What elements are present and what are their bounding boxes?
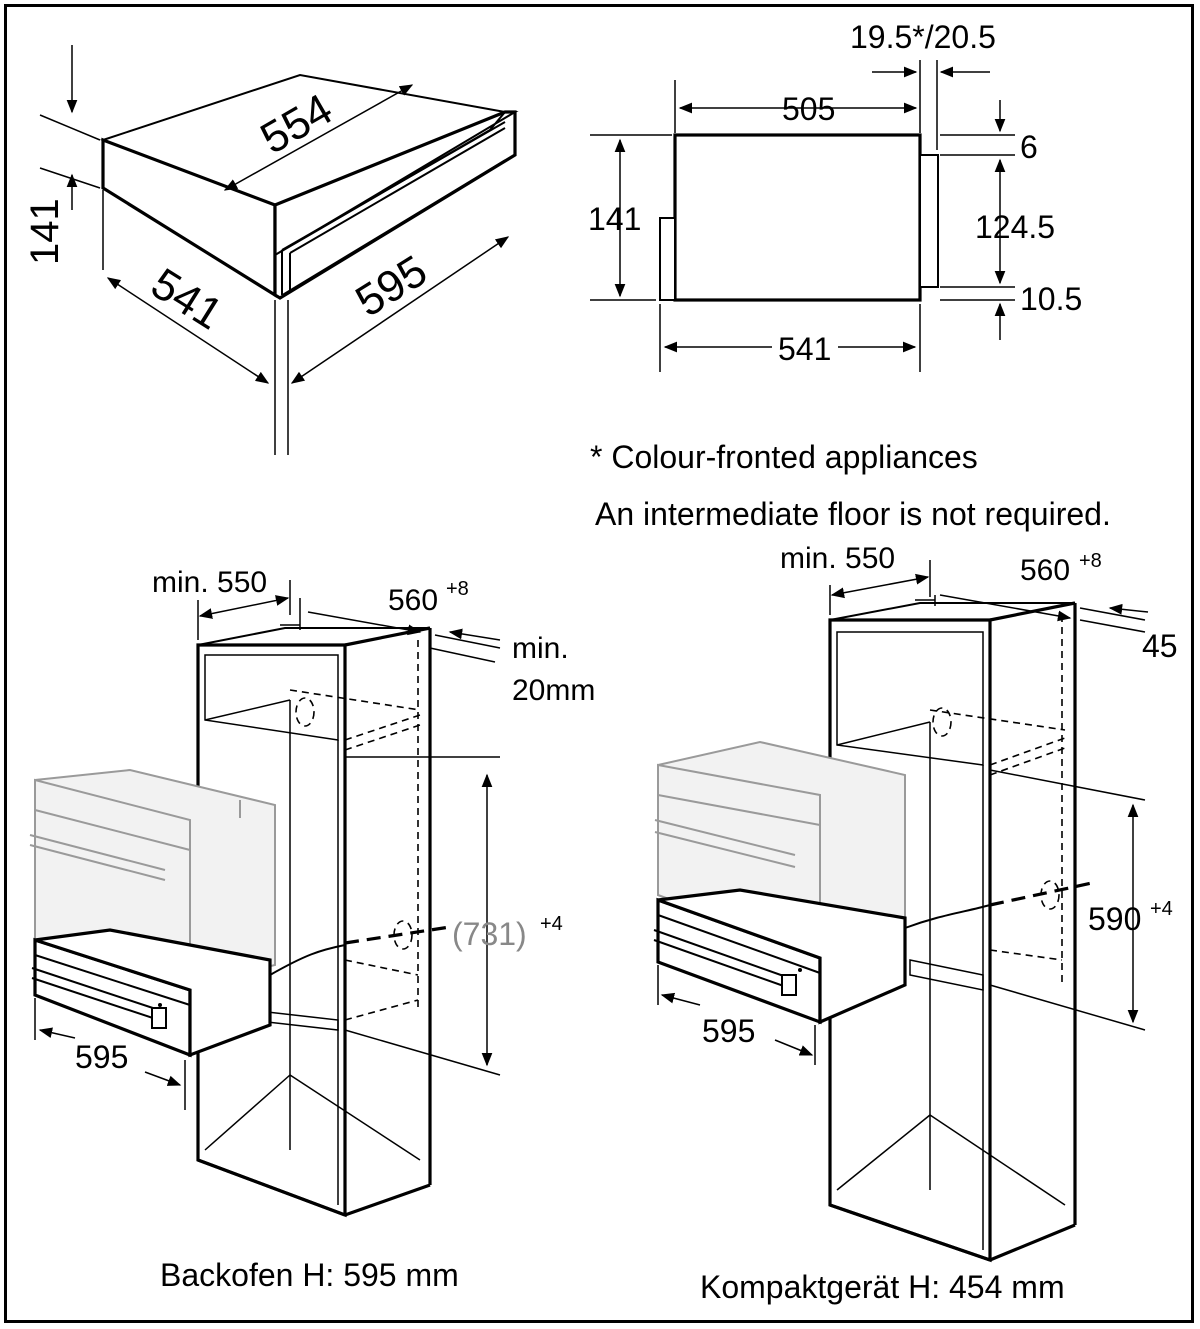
floor-note: An intermediate floor is not required. — [595, 496, 1111, 532]
drawer-isometric-view — [39, 45, 519, 455]
drawer-side-view — [590, 60, 1015, 372]
bl-niche-tol-label: +8 — [446, 578, 469, 600]
bl-niche-depth-label: 560 — [388, 584, 438, 617]
br-min-depth-label: min. 550 — [780, 542, 895, 575]
tr-top-offset-label: 6 — [1020, 129, 1038, 165]
tr-height-label: 141 — [588, 201, 641, 237]
bl-min-depth-label: min. 550 — [152, 566, 267, 599]
tl-width-front-label: 595 — [347, 246, 435, 326]
tr-bottom-offset-label: 10.5 — [1020, 281, 1082, 317]
tr-front-height-label: 124.5 — [975, 209, 1055, 245]
br-niche-depth-label: 560 — [1020, 554, 1070, 587]
bl-niche-height-label: (731) — [452, 916, 527, 952]
bl-gap-label-2: 20mm — [512, 674, 595, 707]
br-caption: Kompaktgerät H: 454 mm — [700, 1269, 1065, 1305]
tr-bottom-width-label: 541 — [778, 331, 831, 367]
tr-gap-label: 19.5*/20.5 — [850, 19, 996, 55]
tl-width-back-label: 541 — [143, 259, 231, 339]
br-niche-height-tol-label: +4 — [1150, 898, 1173, 920]
br-niche-tol-label: +8 — [1079, 550, 1102, 572]
bl-caption: Backofen H: 595 mm — [160, 1257, 459, 1293]
br-width-label: 595 — [702, 1013, 755, 1049]
tr-depth-label: 505 — [782, 91, 835, 127]
br-gap-label: 45 — [1142, 628, 1178, 664]
bl-width-label: 595 — [75, 1039, 128, 1075]
bl-niche-height-tol-label: +4 — [540, 913, 563, 935]
br-niche-height-label: 590 — [1088, 901, 1141, 937]
oven-cabinet-view — [29, 580, 501, 1218]
compact-cabinet-view — [653, 560, 1149, 1263]
tl-height-label: 141 — [23, 198, 67, 265]
bl-gap-label-1: min. — [512, 632, 569, 665]
colour-note: * Colour-fronted appliances — [590, 439, 978, 475]
